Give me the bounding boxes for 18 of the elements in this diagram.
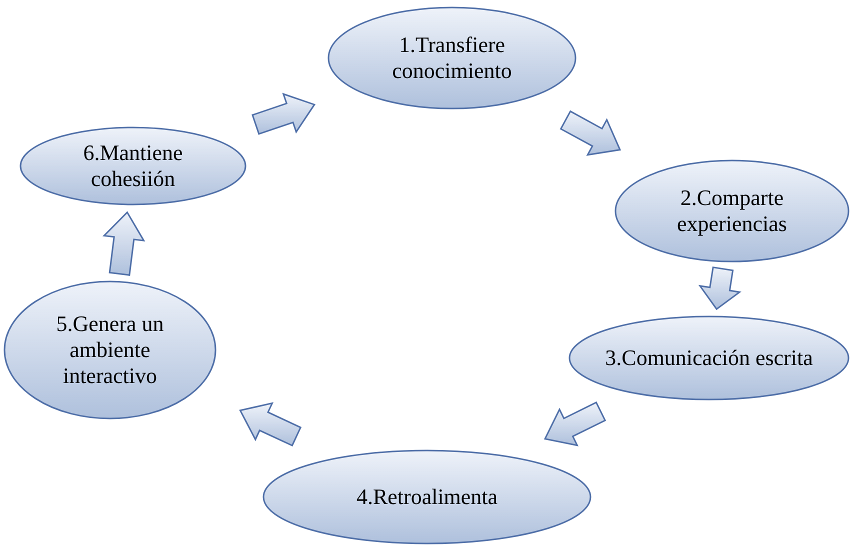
block-arrow — [698, 266, 742, 310]
block-arrow — [102, 211, 146, 276]
node-label: 1.Transfiere conocimiento — [391, 32, 513, 84]
node-label: 6.Mantiene cohesiión — [82, 140, 184, 192]
block-arrow — [560, 110, 622, 156]
ellipse-node — [19, 126, 247, 206]
ellipse-node — [568, 315, 850, 401]
node-label: 2.Comparte experiencias — [676, 185, 788, 237]
ellipse-node — [614, 159, 850, 263]
block-arrow — [252, 92, 316, 135]
node-label: 3.Comunicación escrita — [604, 345, 814, 371]
node-label: 4.Retroalimenta — [355, 484, 499, 510]
block-arrow — [544, 401, 606, 446]
ellipse-node — [3, 280, 217, 420]
ellipse-node — [327, 6, 577, 110]
ellipse-node — [262, 449, 592, 545]
block-arrow — [239, 402, 302, 446]
node-label: 5.Genera un ambiente interactivo — [55, 311, 165, 389]
